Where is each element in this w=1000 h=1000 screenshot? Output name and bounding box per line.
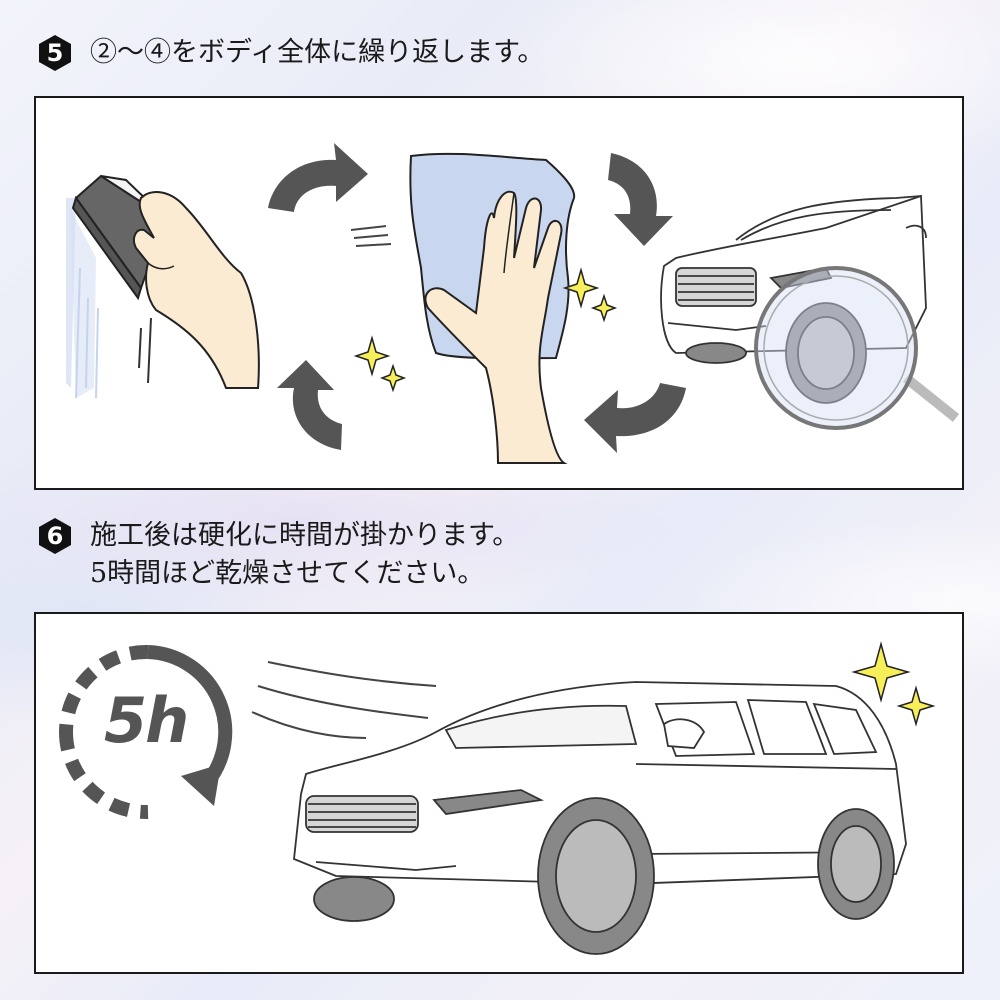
step-6-badge: 6	[36, 517, 74, 555]
clock-arrow-head	[181, 764, 221, 806]
panel-repeat-steps	[34, 96, 964, 490]
motion-lines	[350, 225, 392, 247]
step-5-badge: 5	[36, 34, 74, 72]
magnifier-icon	[754, 266, 960, 430]
sponge-hand-illustration	[66, 174, 260, 399]
sparkle-icon	[851, 641, 936, 727]
cycle-arrow-icon	[268, 143, 686, 453]
step-6-text-line2: 5時間ほど乾燥させてください。	[90, 558, 485, 589]
step-5-text: ②〜④をボディ全体に繰り返します。	[90, 37, 545, 68]
clock-arrow-icon	[59, 644, 233, 820]
wind-lines	[251, 661, 437, 739]
step-5-number: 5	[46, 39, 64, 67]
sparkle-icon	[353, 267, 618, 393]
step-6-heading: 6 施工後は硬化に時間が掛かります。 5時間ほど乾燥させてください。	[36, 517, 519, 593]
panel-drying: 5h	[34, 612, 964, 974]
step-6-number: 6	[46, 522, 64, 550]
step-6-text-line1: 施工後は硬化に時間が掛かります。	[90, 520, 520, 551]
step-5-heading: 5 ②〜④をボディ全体に繰り返します。	[36, 34, 544, 72]
cloth-hand-illustration	[409, 152, 576, 464]
car-side-illustration	[293, 681, 907, 955]
timer-label: 5h	[104, 684, 189, 757]
